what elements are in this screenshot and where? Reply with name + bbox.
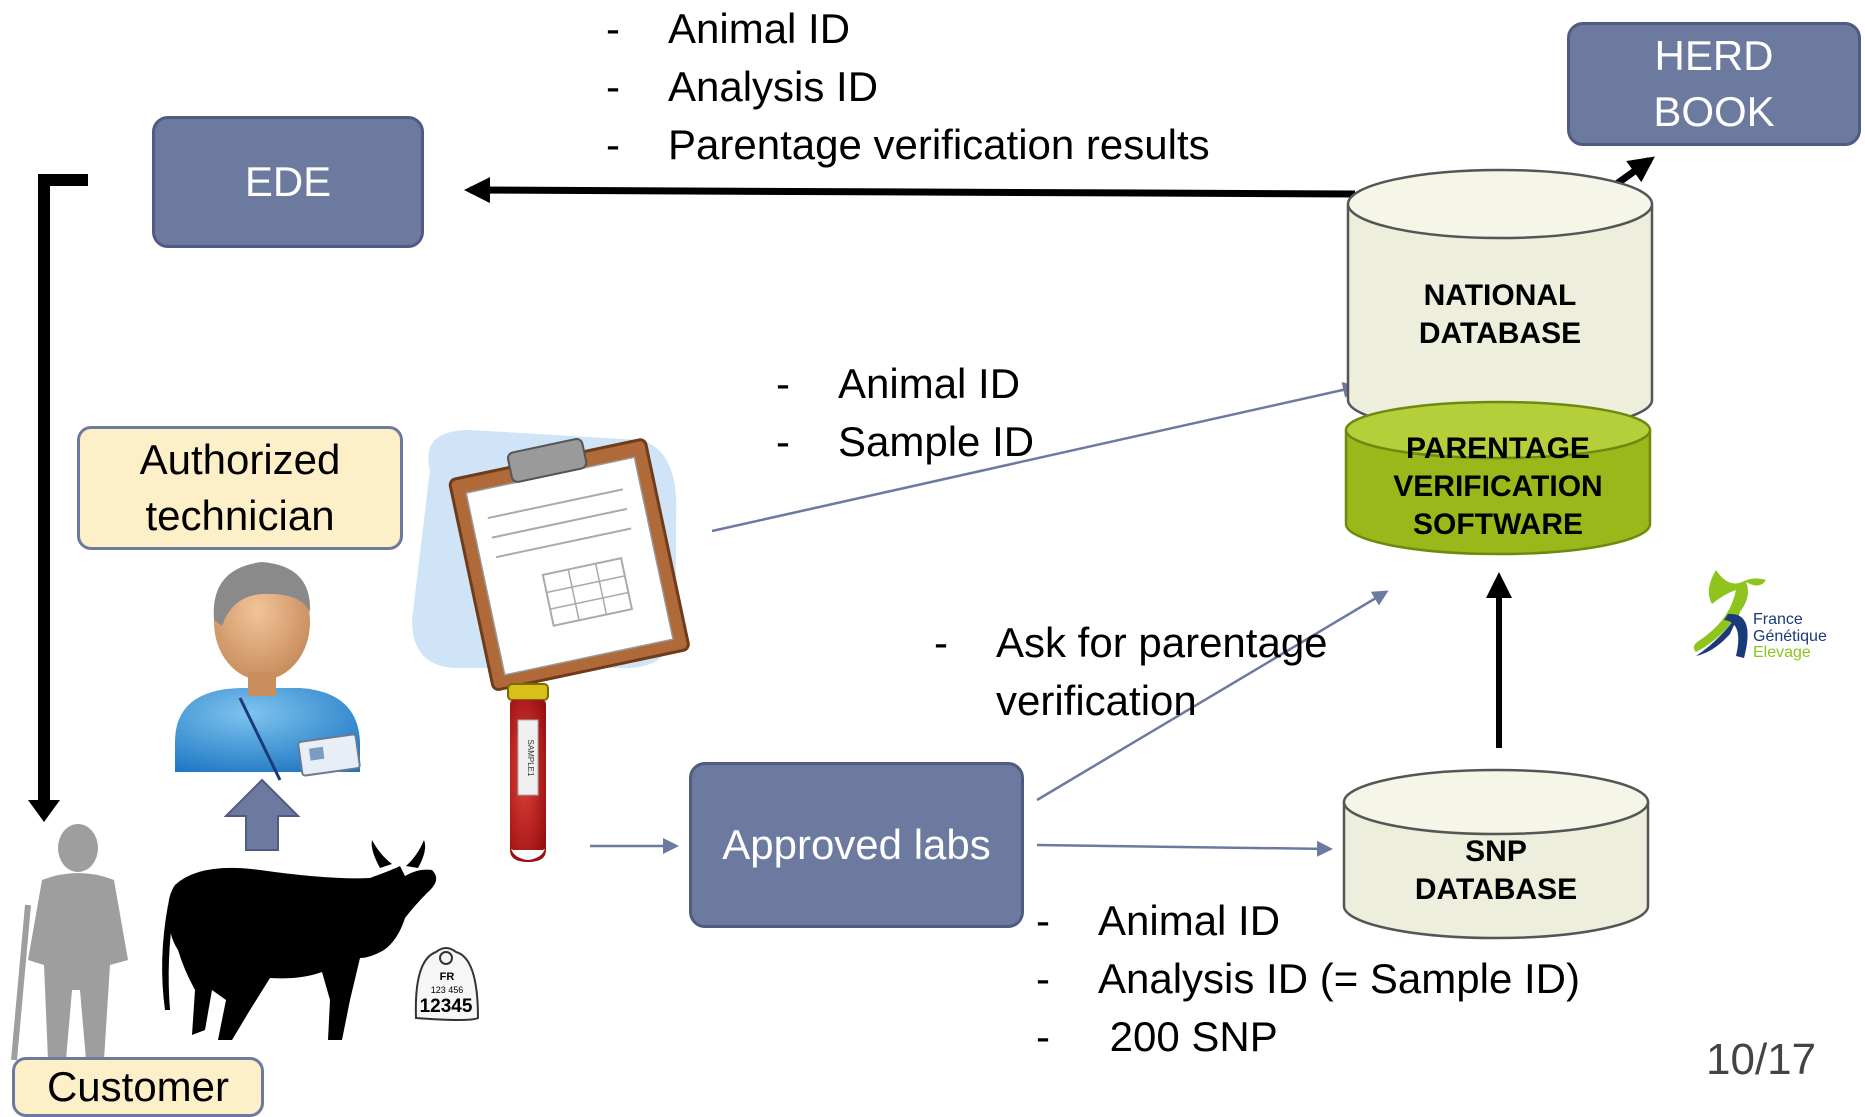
up-arrow-cow-to-technician <box>223 778 301 851</box>
france-genetique-elevage-logo: France Génétique Elevage <box>1693 570 1827 661</box>
herd-book-box: HERD BOOK <box>1567 22 1861 146</box>
national-database-label: NATIONAL DATABASE <box>1348 277 1652 353</box>
authorized-technician-box: Authorized technician <box>77 426 403 550</box>
ear-tag-number-large: 12345 <box>420 996 473 1017</box>
bullet-text: verification <box>996 677 1197 724</box>
logo-line-3: Elevage <box>1753 644 1811 661</box>
bullet-text: Animal ID <box>1098 897 1281 944</box>
bullet-dash: - <box>934 619 948 666</box>
bullet-text: Sample ID <box>838 418 1035 465</box>
parentage-software-label: PARENTAGE VERIFICATION SOFTWARE <box>1346 430 1650 544</box>
arrow-labs-to-snp <box>1036 840 1333 857</box>
bullet-dash: - <box>1036 955 1050 1002</box>
parentage-software-line-3: SOFTWARE <box>1413 508 1583 541</box>
clipboard-icon <box>412 430 690 691</box>
national-database-line-1: NATIONAL <box>1423 279 1577 312</box>
logo-line-1: France <box>1753 611 1803 628</box>
parentage-software-cylinder <box>1344 400 1652 556</box>
technician-line-1: Authorized <box>139 436 341 483</box>
bullet-dash: - <box>1036 897 1050 944</box>
customer-silhouette-icon <box>11 824 128 1061</box>
label-national-to-ede: - Animal ID - Analysis ID - Parentage verif… <box>606 0 1210 174</box>
ede-box: EDE <box>152 116 424 248</box>
bullet-dash: - <box>776 418 790 465</box>
bullet-row: - Animal ID <box>1036 892 1580 950</box>
ear-tag-number-small: 123 456 <box>431 985 464 995</box>
snp-database-line-1: SNP <box>1465 835 1527 868</box>
label-technician-to-national: - Animal ID - Sample ID <box>776 355 1034 471</box>
label-labs-to-software: - Ask for parentage verification <box>934 614 1328 730</box>
bullet-text: Animal ID <box>838 360 1021 407</box>
bullet-row: - Analysis ID <box>606 58 1210 116</box>
bullet-text: Ask for parentage <box>996 619 1328 666</box>
bullet-text: Analysis ID (= Sample ID) <box>1098 955 1580 1002</box>
snp-database-label: SNP DATABASE <box>1344 833 1648 909</box>
herd-book-line-2: BOOK <box>1653 88 1775 135</box>
snp-database-cylinder <box>1342 768 1650 940</box>
bullet-row: - Ask for parentage <box>934 614 1328 672</box>
customer-box: Customer <box>12 1057 264 1117</box>
bullet-row: - Sample ID <box>776 413 1034 471</box>
bullet-dash-blank <box>934 672 996 730</box>
ear-tag-icon: FR 123 456 12345 <box>414 947 480 1021</box>
ear-tag-country: FR <box>440 971 455 983</box>
connector-ede-to-customer <box>38 174 88 805</box>
national-database-line-2: DATABASE <box>1418 317 1582 350</box>
bullet-row: - Animal ID <box>606 0 1210 58</box>
customer-label: Customer <box>46 1063 230 1110</box>
bullet-dash: - <box>606 63 620 110</box>
page-number: 10/17 <box>1706 1035 1817 1084</box>
bullet-text: Animal ID <box>668 5 851 52</box>
bullet-text: Parentage verification results <box>668 121 1210 168</box>
parentage-software-line-2: VERIFICATION <box>1393 470 1603 503</box>
arrow-labs-to-software <box>1036 590 1389 802</box>
arrow-technician-to-national <box>711 382 1359 533</box>
parentage-software-line-1: PARENTAGE <box>1406 432 1590 465</box>
bullet-text: Analysis ID <box>668 63 879 110</box>
herd-book-line-1: HERD <box>1654 32 1774 79</box>
bullet-row: - Analysis ID (= Sample ID) <box>1036 950 1580 1008</box>
tube-label: SAMPLE1 <box>526 740 535 777</box>
approved-labs-label: Approved labs <box>722 821 991 868</box>
ede-label: EDE <box>244 158 332 205</box>
bullet-dash: - <box>776 360 790 407</box>
logo-line-2: Génétique <box>1753 628 1827 645</box>
bullet-dash: - <box>606 121 620 168</box>
bullet-text: 200 SNP <box>1098 1013 1278 1060</box>
technician-person-icon <box>175 562 361 781</box>
arrow-national-to-ede <box>464 177 1356 204</box>
bullet-dash: - <box>606 5 620 52</box>
bullet-dash: - <box>1036 1013 1050 1060</box>
connector-ede-to-customer-head <box>28 800 60 822</box>
bullet-row: - 200 SNP <box>1036 1008 1580 1066</box>
bullet-row: verification <box>934 672 1328 730</box>
approved-labs-box: Approved labs <box>689 762 1024 928</box>
label-labs-to-snp: - Animal ID - Analysis ID (= Sample ID) - … <box>1036 892 1580 1066</box>
blood-sample-tube-icon: SAMPLE1 <box>507 683 549 862</box>
cow-silhouette-icon <box>162 840 437 1040</box>
bullet-row: - Animal ID <box>776 355 1034 413</box>
technician-line-2: technician <box>145 492 335 539</box>
bullet-row: - Parentage verification results <box>606 116 1210 174</box>
snp-database-line-2: DATABASE <box>1414 873 1578 906</box>
